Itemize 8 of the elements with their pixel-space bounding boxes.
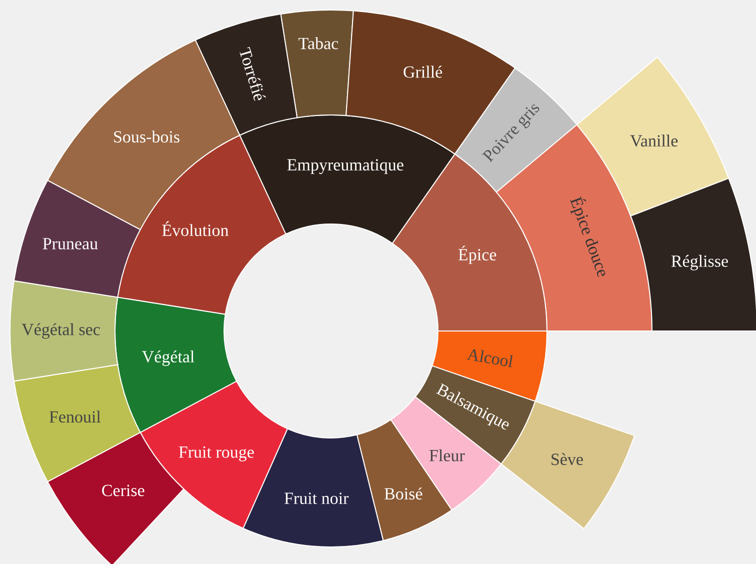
sunburst-segment: Végétal sec [10,280,118,382]
sunburst-segment: Tabac [280,10,354,118]
sunburst-segment: Réglisse [630,178,756,332]
sunburst-segment: Pruneau [13,180,141,298]
sunburst-segment: Végétal [114,296,238,433]
sunburst-segment: Empyreumatique [239,114,456,244]
sunburst-segment: Torréfié [194,13,298,136]
sunburst-segment: Fenouil [13,364,141,482]
